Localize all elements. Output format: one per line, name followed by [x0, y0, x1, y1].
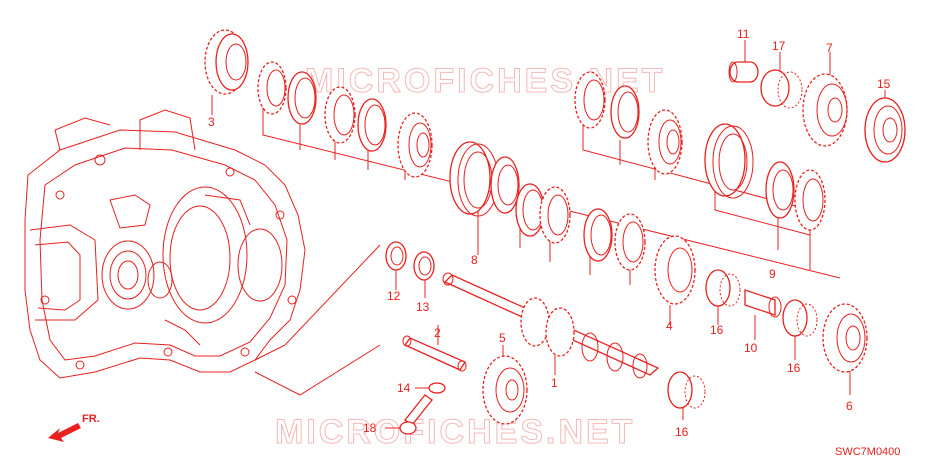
callout-9: 9 — [769, 267, 776, 281]
callout-12: 12 — [387, 289, 401, 303]
synchro-set-left — [257, 61, 433, 178]
callout-2: 2 — [434, 326, 441, 340]
callout-10: 10 — [744, 341, 758, 355]
callout-4: 4 — [666, 319, 673, 333]
direction-label: FR. — [82, 413, 100, 425]
callout-16-c: 16 — [675, 425, 689, 439]
callout-5: 5 — [499, 331, 506, 345]
transmission-housing — [24, 109, 306, 379]
part-5-gear — [482, 355, 528, 425]
callout-17: 17 — [772, 39, 786, 53]
watermark-top: MICROFICHES.NET — [305, 62, 665, 100]
parts-12-13-washers — [385, 241, 435, 281]
part-3-gear — [204, 29, 249, 95]
part-8-sleeve — [449, 141, 520, 217]
parts-14-18-bolt — [399, 382, 446, 435]
synchro-set-center — [515, 183, 646, 271]
callout-7: 7 — [826, 41, 833, 55]
callout-16-a: 16 — [710, 323, 724, 337]
part-1-mainshaft — [442, 272, 660, 379]
callout-18: 18 — [363, 421, 377, 435]
arrow-front-icon — [48, 423, 81, 442]
callout-13: 13 — [416, 300, 430, 314]
callouts: 1 2 3 4 5 6 7 8 9 10 11 12 13 14 15 16 1… — [208, 27, 891, 439]
callout-8: 8 — [471, 253, 478, 267]
callout-6: 6 — [846, 399, 853, 413]
callout-1: 1 — [551, 376, 558, 390]
callout-11: 11 — [737, 27, 750, 41]
callout-16-b: 16 — [787, 361, 801, 375]
part-2-pin — [402, 335, 467, 372]
diagram-code: SWC7M0400 — [835, 446, 900, 458]
watermark-bottom: MICROFICHES.NET — [275, 413, 635, 451]
synchro-set-right — [574, 71, 826, 231]
part-16-bearing-bottom — [667, 371, 706, 409]
callout-3: 3 — [208, 115, 215, 129]
parts-lower-right — [654, 235, 868, 373]
callout-14: 14 — [397, 381, 411, 395]
callout-15: 15 — [877, 77, 891, 91]
parts-upper-right — [728, 61, 906, 163]
